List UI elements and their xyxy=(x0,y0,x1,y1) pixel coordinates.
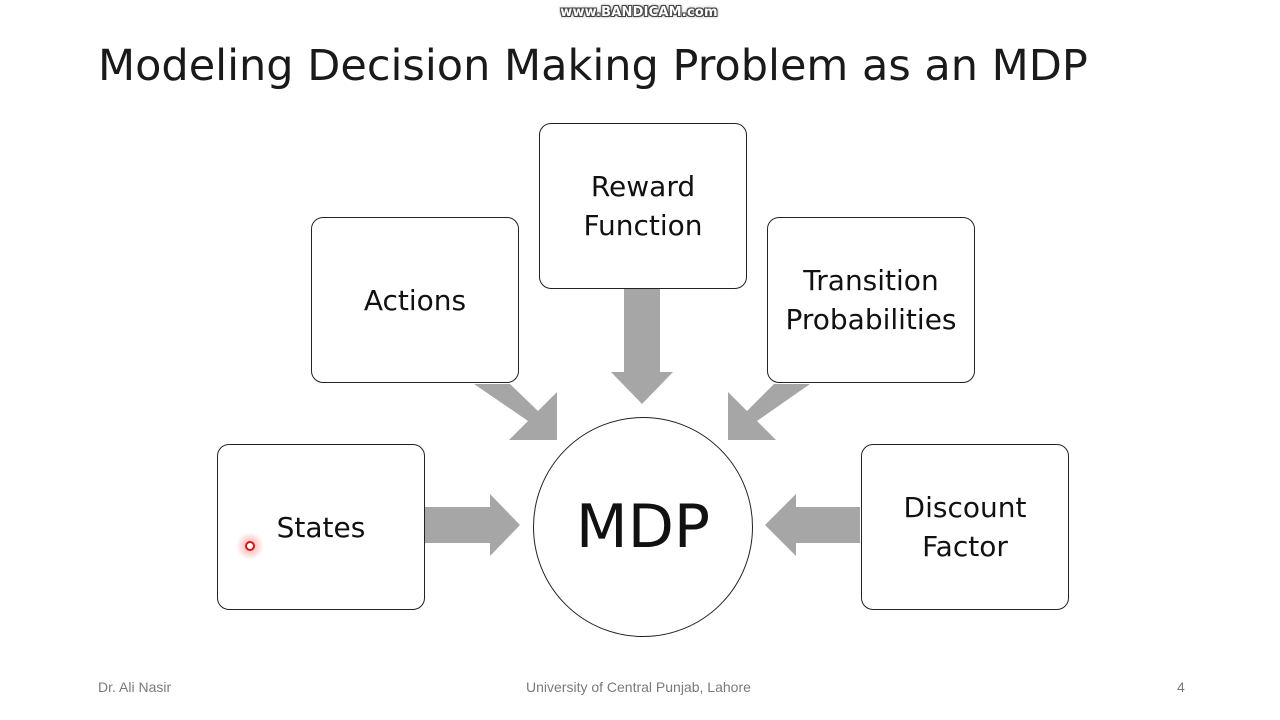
footer-page-number: 4 xyxy=(1177,679,1185,695)
slide-title: Modeling Decision Making Problem as an M… xyxy=(98,41,1088,91)
mdp-center-circle: MDP xyxy=(533,417,753,637)
states-box: States xyxy=(217,444,425,610)
arrow-states-to-mdp xyxy=(425,494,520,556)
bandicam-watermark: www.BANDICAM.com xyxy=(560,5,718,20)
footer-author: Dr. Ali Nasir xyxy=(98,679,172,695)
arrow-transition-to-mdp xyxy=(728,384,810,440)
arrow-reward-to-mdp xyxy=(611,288,673,404)
reward-function-box: Reward Function xyxy=(539,123,747,289)
discount-factor-box: Discount Factor xyxy=(861,444,1069,610)
mouse-pointer-indicator xyxy=(236,532,264,560)
footer-institution: University of Central Punjab, Lahore xyxy=(526,679,751,695)
transition-probabilities-box: Transition Probabilities xyxy=(767,217,975,383)
arrow-discount-to-mdp xyxy=(765,494,860,556)
actions-box: Actions xyxy=(311,217,519,383)
arrow-actions-to-mdp xyxy=(474,384,557,440)
